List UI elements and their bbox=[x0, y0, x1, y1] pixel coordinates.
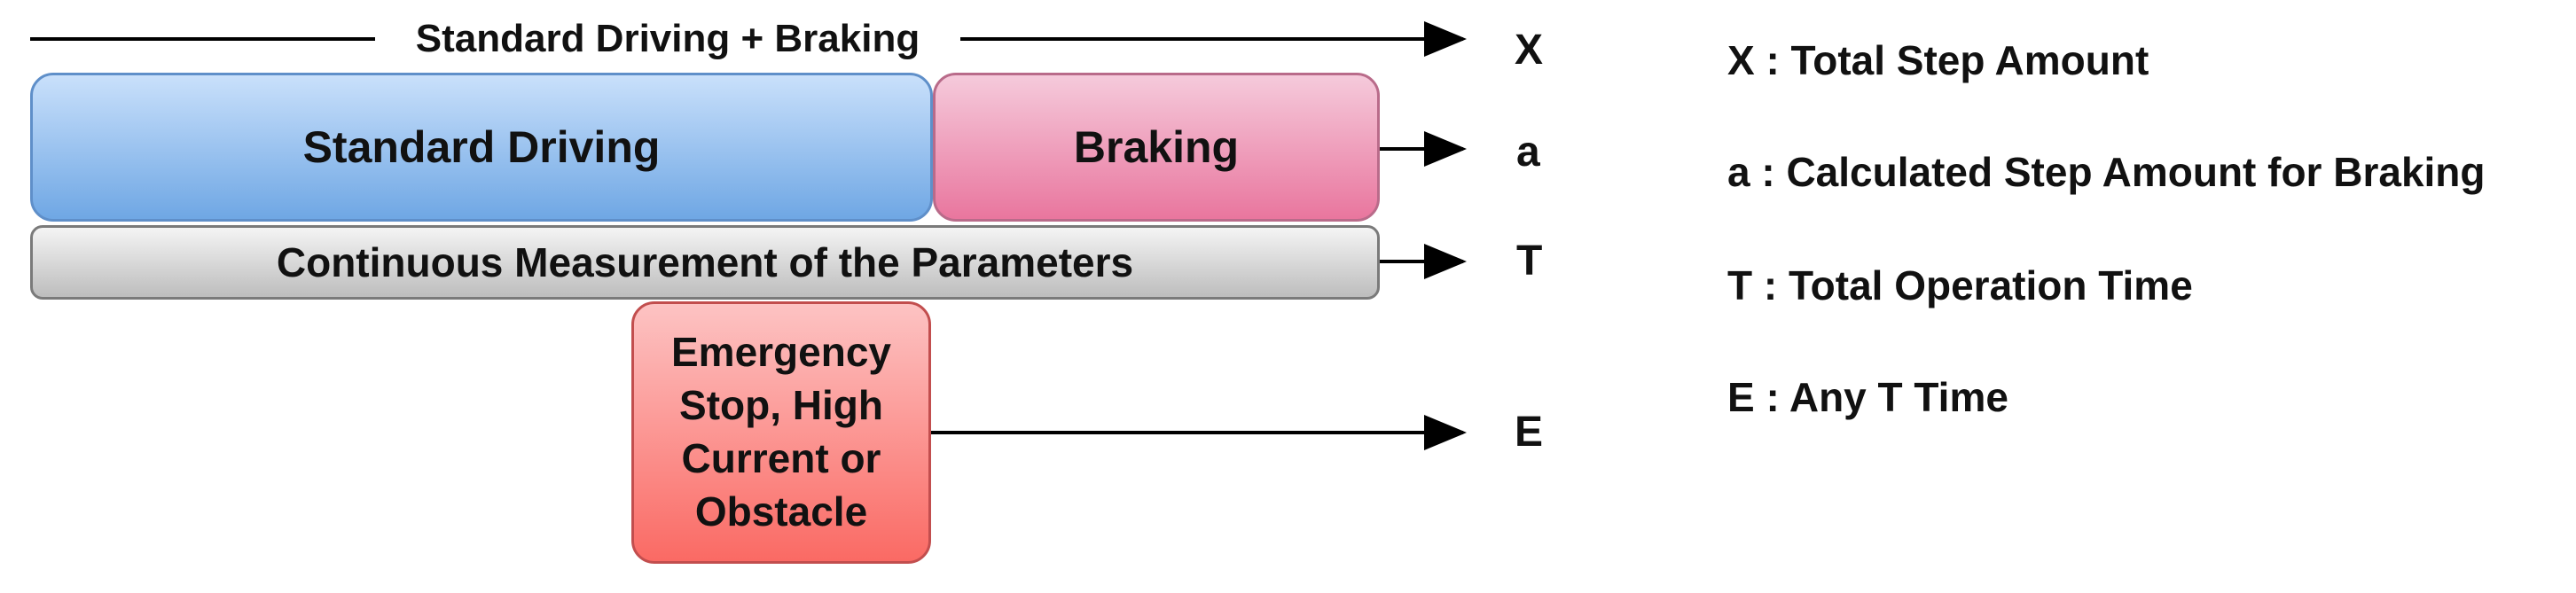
output-t-label: T bbox=[1516, 238, 1543, 285]
standard-driving-label: Standard Driving bbox=[302, 122, 661, 172]
standard-driving-box: Standard Driving bbox=[30, 73, 933, 222]
legend-item-x: X : Total Step Amount bbox=[1727, 37, 2149, 83]
braking-label: Braking bbox=[1073, 122, 1240, 172]
legend-item-e: E : Any T Time bbox=[1727, 374, 2008, 420]
legend-item-t: T : Total Operation Time bbox=[1727, 262, 2193, 308]
legend-item-a: a : Calculated Step Amount for Braking bbox=[1727, 149, 2486, 195]
braking-box: Braking bbox=[933, 73, 1380, 222]
output-e-label: E bbox=[1515, 409, 1544, 456]
output-x-label: X bbox=[1515, 27, 1544, 74]
output-a-label: a bbox=[1516, 129, 1540, 176]
emergency-label: Emergency Stop, High Current or Obstacle bbox=[670, 329, 891, 534]
top-span-label: Standard Driving + Braking bbox=[375, 11, 960, 67]
emergency-box: Emergency Stop, High Current or Obstacle bbox=[631, 301, 931, 564]
continuous-measurement-box: Continuous Measurement of the Parameters bbox=[30, 225, 1380, 300]
continuous-measurement-label: Continuous Measurement of the Parameters bbox=[276, 239, 1134, 285]
